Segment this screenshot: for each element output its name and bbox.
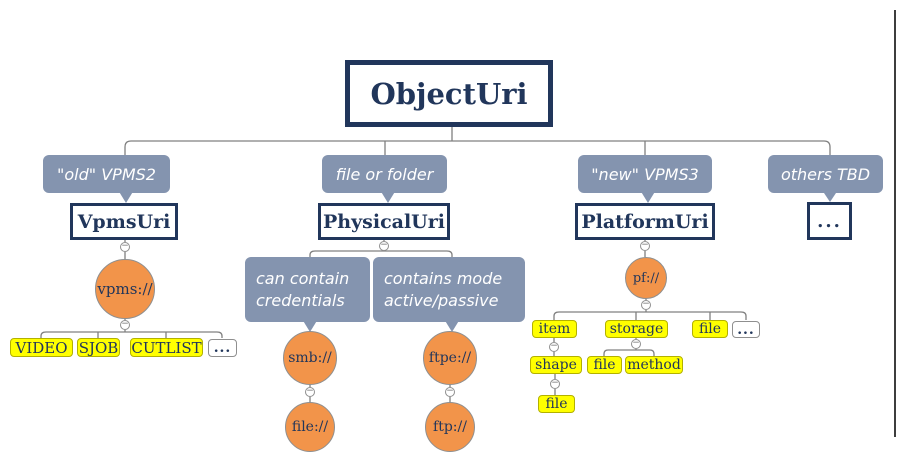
leaf-file[interactable]: file	[692, 320, 728, 338]
node-others-ellipsis[interactable]: ...	[807, 202, 852, 240]
callout-file-or-folder[interactable]: file or folder	[322, 155, 447, 193]
callout-new-vpms3[interactable]: "new" VPMS3	[578, 155, 712, 193]
circle-ftpe-scheme[interactable]: ftpe://	[423, 331, 477, 385]
note-contains-mode[interactable]: contains mode active/passive	[373, 257, 525, 322]
collapse-toggle-icon[interactable]: −	[640, 240, 650, 251]
circle-vpms-scheme[interactable]: vpms://	[95, 259, 155, 319]
collapse-toggle-icon[interactable]: −	[120, 319, 130, 330]
window-edge-line	[894, 10, 896, 437]
leaf-shape-file[interactable]: file	[538, 395, 575, 413]
leaf-item[interactable]: item	[532, 320, 577, 338]
leaf-cutlist[interactable]: CUTLIST	[130, 338, 203, 357]
node-vpmsuri[interactable]: VpmsUri	[70, 203, 178, 240]
circle-file-scheme[interactable]: file://	[285, 402, 335, 452]
leaf-shape[interactable]: shape	[530, 356, 582, 374]
collapse-toggle-icon[interactable]: −	[120, 241, 130, 252]
leaf-method[interactable]: method	[625, 356, 683, 374]
collapse-toggle-icon[interactable]: −	[379, 240, 389, 251]
collapse-toggle-icon[interactable]: −	[549, 341, 559, 352]
leaf-vpms3-ellipsis[interactable]: ...	[732, 321, 760, 338]
circle-ftp-scheme[interactable]: ftp://	[425, 402, 475, 452]
root-node-objecturi[interactable]: ObjectUri	[345, 60, 553, 127]
leaf-storage[interactable]: storage	[605, 320, 668, 338]
leaf-vpms2-ellipsis[interactable]: ...	[208, 339, 237, 357]
leaf-storage-file[interactable]: file	[587, 356, 622, 374]
callout-others-tbd[interactable]: others TBD	[768, 155, 883, 193]
circle-smb-scheme[interactable]: smb://	[283, 331, 337, 385]
collapse-toggle-icon[interactable]: −	[445, 386, 455, 397]
leaf-video[interactable]: VIDEO	[10, 338, 73, 357]
circle-pf-scheme[interactable]: pf://	[625, 257, 667, 299]
node-platformuri[interactable]: PlatformUri	[575, 203, 715, 240]
node-physicaluri[interactable]: PhysicalUri	[318, 203, 450, 240]
collapse-toggle-icon[interactable]: −	[631, 338, 641, 349]
collapse-toggle-icon[interactable]: −	[641, 299, 651, 310]
collapse-toggle-icon[interactable]: −	[550, 378, 560, 389]
callout-old-vpms2[interactable]: "old" VPMS2	[43, 155, 170, 193]
collapse-toggle-icon[interactable]: −	[305, 386, 315, 397]
note-can-contain-credentials[interactable]: can contain credentials	[245, 257, 370, 322]
leaf-sjob[interactable]: SJOB	[77, 338, 120, 357]
